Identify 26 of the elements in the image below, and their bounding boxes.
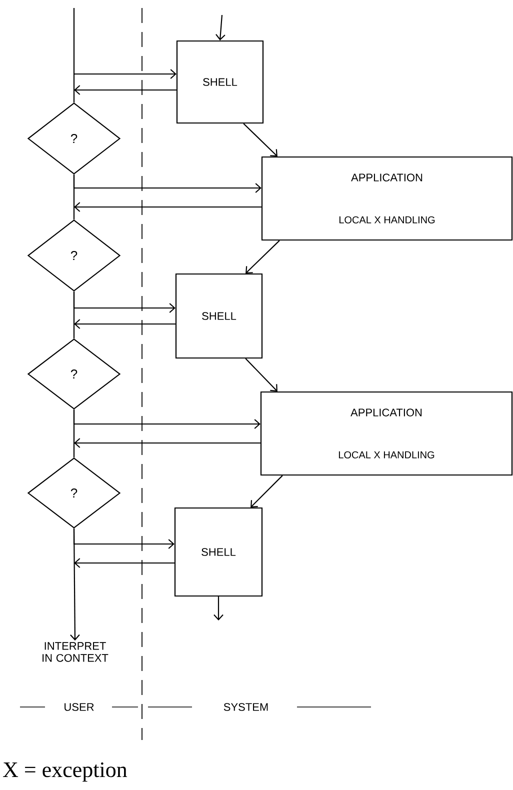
- arrow: [74, 85, 176, 95]
- process-box: APPLICATION LOCAL X HANDLING: [260, 391, 513, 476]
- legend-note: X = exception: [3, 762, 128, 782]
- arrow: [74, 558, 174, 568]
- arrow: [246, 240, 280, 274]
- flow-line: [73, 174, 75, 220]
- arrow: [245, 358, 278, 392]
- arrow: [74, 438, 260, 448]
- flow-line: [73, 292, 75, 338]
- arrow: [243, 123, 278, 156]
- flow-line: [73, 8, 75, 102]
- lane-label: SYSTEM: [224, 703, 268, 711]
- arrow: [74, 319, 176, 329]
- arrow: [70, 528, 80, 641]
- lane-label: USER: [64, 703, 94, 711]
- arrow: [216, 14, 226, 40]
- flow-line: [73, 410, 75, 458]
- outcome-text: INTERPRET IN CONTEXT: [42, 642, 108, 662]
- process-box: APPLICATION LOCAL X HANDLING: [261, 156, 513, 241]
- arrow: [74, 69, 176, 79]
- process-box: SHELL: [175, 273, 263, 359]
- arrow: [214, 596, 224, 621]
- process-box: SHELL: [176, 40, 264, 124]
- arrow: [74, 202, 262, 212]
- process-box: SHELL: [174, 507, 263, 597]
- arrow: [250, 475, 283, 508]
